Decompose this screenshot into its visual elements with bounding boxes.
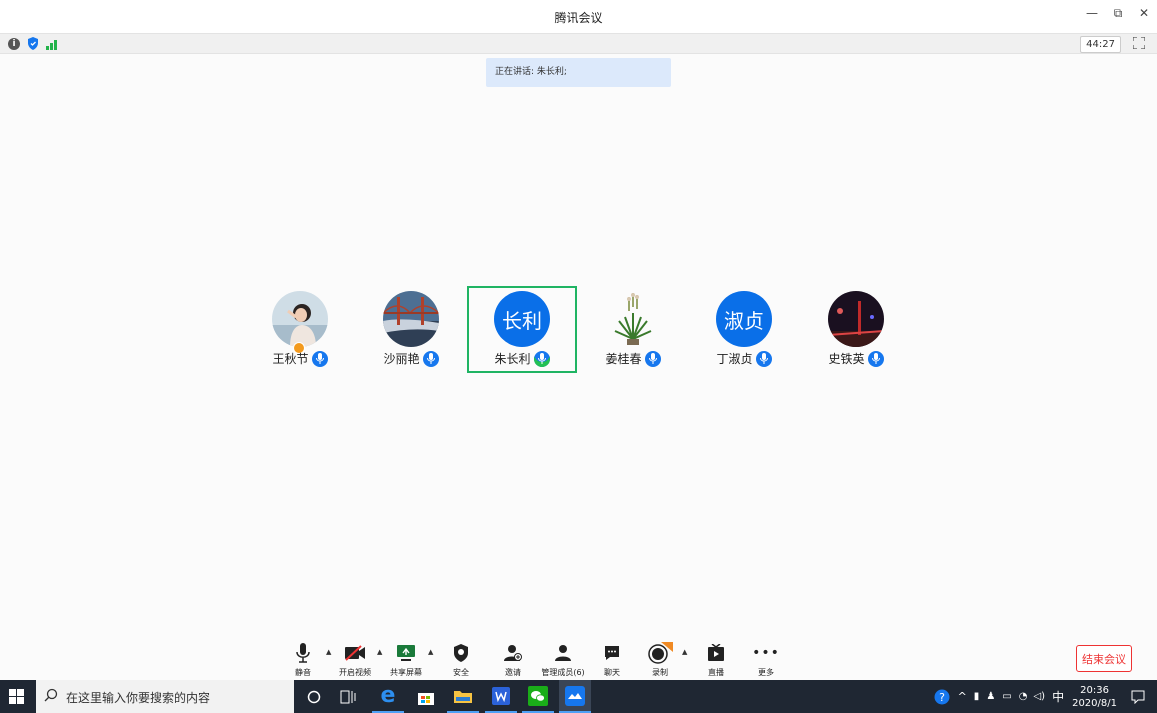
microphone-icon [311, 350, 328, 367]
taskbar-search-box[interactable]: 在这里输入你要搜索的内容 [36, 680, 294, 713]
input-method-indicator[interactable]: 中 [1052, 690, 1065, 704]
record-button[interactable]: 录制 [635, 642, 685, 678]
meeting-info-bar: i 44:27 [0, 33, 1157, 54]
clock-date: 2020/8/1 [1072, 697, 1117, 709]
avatar [272, 291, 328, 347]
participant-name: 史铁英 [828, 352, 865, 366]
help-icon[interactable]: ? [934, 689, 950, 705]
battery-icon[interactable]: ▭ [1002, 691, 1012, 702]
participant-tile[interactable]: 姜桂春 [578, 290, 688, 370]
live-button[interactable]: 直播 [691, 642, 741, 678]
avatar: 淑贞 [716, 291, 772, 347]
video-options-caret[interactable]: ▲ [377, 648, 383, 656]
host-icon [293, 342, 305, 354]
meeting-toolbar: 静音 ▲ 开启视频 ▲ 共享屏幕 ▲ 安全 邀请 管理成员(6) 聊天 录制 ▲… [0, 634, 1157, 680]
microphone-icon [867, 350, 884, 367]
cortana-icon[interactable] [298, 680, 330, 713]
store-icon[interactable] [410, 680, 442, 713]
record-options-caret[interactable]: ▲ [682, 648, 688, 656]
live-stream-icon [708, 644, 724, 661]
file-explorer-icon[interactable] [447, 680, 479, 713]
mute-button[interactable]: 静音 [278, 642, 328, 678]
qq-icon[interactable]: ♟ [986, 691, 996, 702]
mute-options-caret[interactable]: ▲ [326, 648, 332, 656]
avatar [605, 291, 661, 347]
notification-center-icon[interactable] [1131, 690, 1145, 704]
speaking-banner: 正在讲话: 朱长利; [486, 58, 671, 87]
microphone-icon [422, 350, 439, 367]
fullscreen-icon[interactable] [1133, 37, 1145, 49]
info-icon[interactable]: i [8, 37, 20, 50]
meeting-timer: 44:27 [1080, 36, 1121, 53]
shield-icon[interactable] [27, 37, 39, 50]
more-button[interactable]: ••• 更多 [741, 642, 791, 678]
security-shield-icon [454, 644, 468, 662]
participant-tile[interactable]: 沙丽艳 [356, 290, 466, 370]
wifi-icon[interactable]: ◔ [1018, 691, 1028, 702]
minimize-icon[interactable]: — [1086, 6, 1098, 20]
show-hidden-icons-icon[interactable]: ^ [957, 690, 967, 703]
windows-taskbar: 在这里输入你要搜索的内容 e ? ^ ▮ ♟ ▭ ◔ ◁) 中 20:36 20… [0, 680, 1157, 713]
edge-browser-icon[interactable]: e [372, 680, 404, 713]
close-icon[interactable]: ✕ [1138, 6, 1150, 20]
participant-name: 丁淑贞 [716, 352, 753, 366]
search-icon [44, 688, 58, 702]
share-screen-button[interactable]: 共享屏幕 [381, 642, 431, 678]
invite-user-icon [504, 645, 522, 661]
microphone-icon [755, 350, 772, 367]
members-icon [555, 645, 571, 661]
invite-button[interactable]: 邀请 [488, 642, 538, 678]
manage-members-button[interactable]: 管理成员(6) [538, 642, 588, 678]
participant-name: 沙丽艳 [383, 352, 420, 366]
participant-tile[interactable]: 王秋节 [245, 290, 355, 370]
microphone-speaking-icon [533, 350, 550, 367]
avatar [383, 291, 439, 347]
chat-button[interactable]: 聊天 [587, 642, 637, 678]
restore-icon[interactable]: ⧉ [1113, 6, 1123, 20]
participant-name: 朱长利 [494, 352, 531, 366]
microphone-tray-icon[interactable]: ▮ [973, 691, 980, 702]
video-off-icon [345, 645, 365, 661]
video-button[interactable]: 开启视频 [330, 642, 380, 678]
avatar [828, 291, 884, 347]
security-button[interactable]: 安全 [436, 642, 486, 678]
record-icon [648, 642, 673, 664]
share-options-caret[interactable]: ▲ [428, 648, 434, 656]
participant-name: 王秋节 [272, 352, 309, 366]
microphone-icon [644, 350, 661, 367]
more-dots-icon: ••• [752, 645, 780, 661]
task-view-icon[interactable] [332, 680, 364, 713]
avatar: 长利 [494, 291, 550, 347]
system-tray: ? ^ ▮ ♟ ▭ ◔ ◁) 中 20:36 2020/8/1 [934, 680, 1157, 713]
participant-name: 姜桂春 [605, 352, 642, 366]
wps-icon[interactable] [485, 680, 517, 713]
share-screen-icon [397, 645, 415, 661]
end-meeting-button[interactable]: 结束会议 [1076, 645, 1132, 672]
participant-tile[interactable]: 史铁英 [801, 290, 911, 370]
signal-icon[interactable] [46, 38, 58, 50]
svg-text:?: ? [939, 691, 945, 704]
title-bar: 腾讯会议 — ⧉ ✕ [0, 0, 1157, 33]
volume-icon[interactable]: ◁) [1033, 691, 1046, 702]
tencent-meeting-taskbar-icon[interactable] [559, 680, 591, 713]
taskbar-clock[interactable]: 20:36 2020/8/1 [1072, 684, 1117, 710]
window-title: 腾讯会议 [554, 11, 603, 25]
window-controls: — ⧉ ✕ [1085, 6, 1151, 21]
clock-time: 20:36 [1080, 684, 1109, 696]
active-speaker-highlight [467, 286, 577, 373]
search-placeholder: 在这里输入你要搜索的内容 [66, 691, 211, 705]
windows-start-icon[interactable] [9, 689, 24, 704]
chat-icon [605, 646, 619, 660]
participant-tile[interactable]: 淑贞 丁淑贞 [689, 290, 799, 370]
participant-tile[interactable]: 长利 朱长利 [467, 290, 577, 370]
microphone-icon [296, 643, 310, 663]
wechat-icon[interactable] [522, 680, 554, 713]
